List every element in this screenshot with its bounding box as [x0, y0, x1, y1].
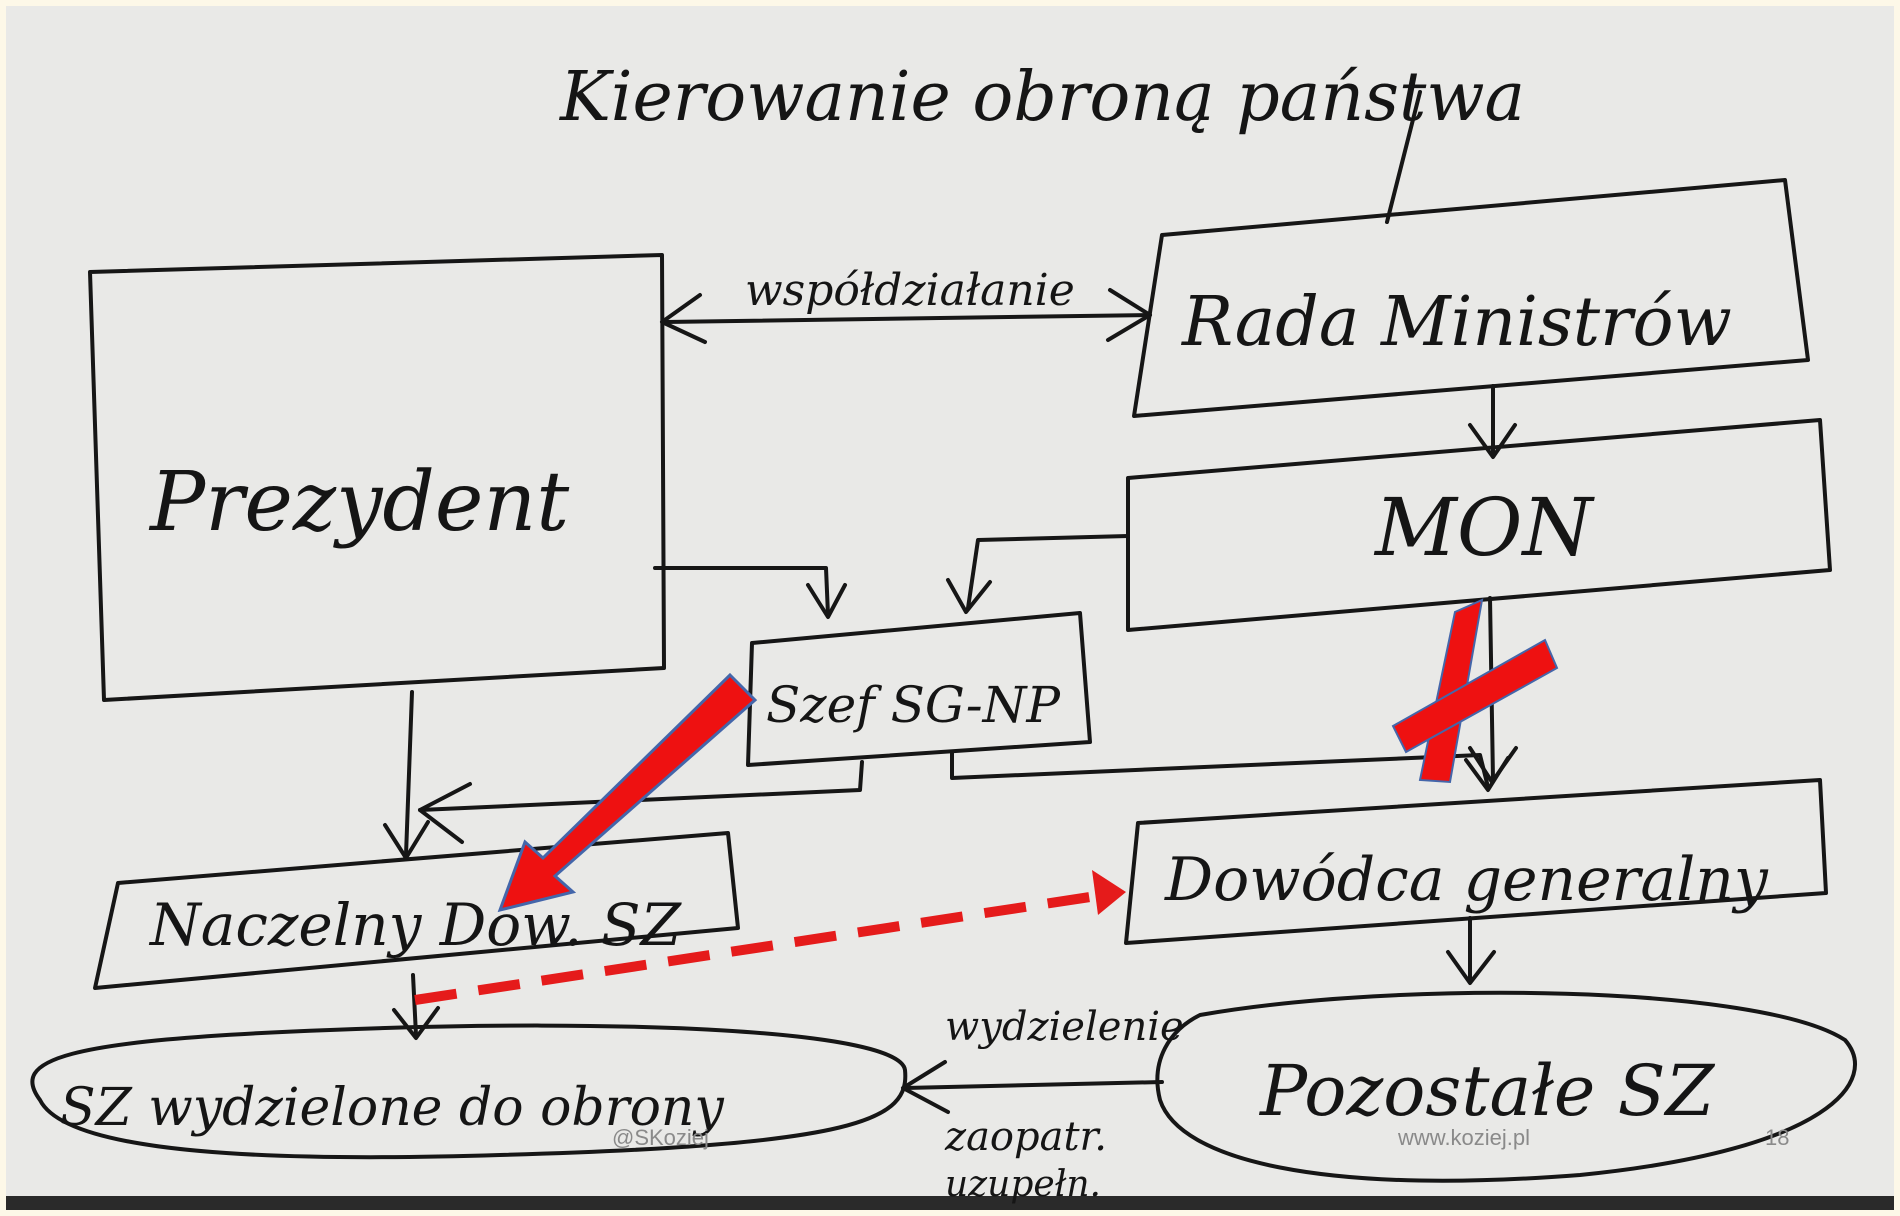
naczelny-to-sz-arrow	[411, 973, 418, 1037]
wydzielenie-arrow	[903, 1080, 1164, 1090]
szef-to-naczelny-line	[418, 760, 864, 812]
wspoldzialanie-arrow	[663, 313, 1152, 324]
sz-wydzielone-oval	[30, 1023, 908, 1160]
naczelny-dow-label: Naczelny Dow. SZ	[148, 891, 683, 959]
dowodca-generalny-label: Dowódca generalny	[1164, 845, 1769, 915]
prezydent-label: Prezydent	[148, 455, 570, 550]
handwritten-diagram-photo	[6, 6, 1894, 1210]
pozostale-sz-oval	[1155, 990, 1857, 1183]
red-arrow-szef-to-naczelny	[497, 672, 758, 913]
mon-label: MON	[1373, 481, 1596, 574]
mon-to-szef-arrow	[966, 534, 1130, 610]
szef-sg-box	[746, 611, 1092, 767]
prezydent-to-szef-arrow	[653, 566, 830, 617]
szef-sg-label: Szef SG-NP	[766, 676, 1061, 734]
wspoldzialanie-label: współdziałanie	[745, 265, 1075, 316]
diagram-title: Kierowanie obroną państwa	[558, 58, 1525, 137]
prezydent-to-naczelny-arrow	[404, 690, 414, 857]
zaopatrzenie-label-line2: uzupełn.	[945, 1164, 1101, 1205]
wydzielenie-label: wydzielenie	[945, 1004, 1184, 1050]
prezydent-box	[88, 253, 666, 702]
rada-ministrow-box	[1132, 178, 1810, 418]
red-cross-icon	[1391, 598, 1559, 784]
title-connector-line	[1385, 90, 1422, 224]
rada-ministrow-label: Rada Ministrów	[1180, 283, 1732, 362]
footer-author: @SKoziej	[612, 1125, 709, 1150]
szef-to-dowodca-line	[950, 750, 1490, 789]
footer-website: www.koziej.pl	[1398, 1125, 1531, 1150]
red-dashed-arrow	[414, 870, 1126, 1005]
zaopatrzenie-label-line1: zaopatr.	[944, 1114, 1107, 1160]
sz-wydzielone-label: SZ wydzielone do obrony	[60, 1078, 724, 1138]
page-number: 18	[1765, 1125, 1790, 1150]
pozostale-sz-label: Pozostałe SZ	[1258, 1050, 1716, 1132]
dowodca-generalny-box	[1124, 778, 1828, 945]
mon-box	[1126, 418, 1832, 632]
